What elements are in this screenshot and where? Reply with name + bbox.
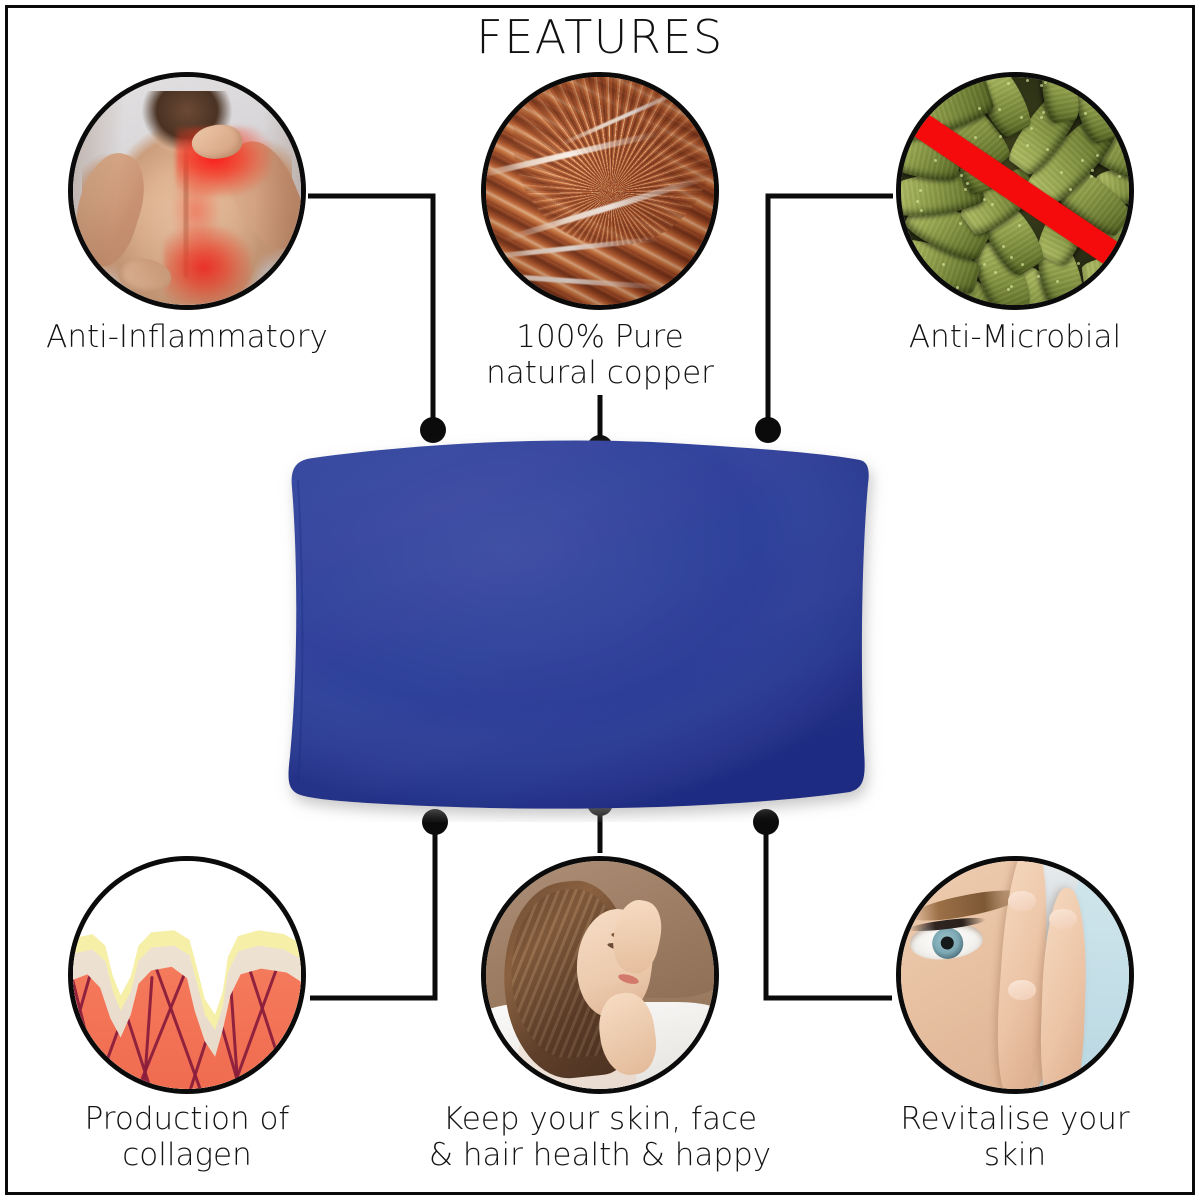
feature-label-skin-face-hair: Keep your skin, face & hair health & hap… — [390, 1102, 810, 1174]
feature-image-anti-inflammatory — [68, 72, 306, 310]
feature-image-revitalise — [896, 856, 1134, 1094]
feature-node-revitalise[interactable]: Revitalise your skin — [896, 856, 1134, 1094]
connector-line-anti-inflammatory — [308, 196, 433, 427]
feature-label-anti-inflammatory: Anti-Inflammatory — [0, 320, 377, 356]
connector-line-anti-microbial — [768, 196, 893, 427]
feature-label-revitalise: Revitalise your skin — [825, 1102, 1200, 1174]
page-title: FEATURES — [0, 14, 1200, 60]
product-pillow — [268, 432, 888, 822]
feature-label-collagen: Production of collagen — [0, 1102, 377, 1174]
feature-image-skin-face-hair — [481, 856, 719, 1094]
feature-image-pure-copper — [481, 72, 719, 310]
feature-node-collagen[interactable]: Production of collagen — [68, 856, 306, 1094]
feature-node-skin-face-hair[interactable]: Keep your skin, face & hair health & hap… — [481, 856, 719, 1094]
feature-label-anti-microbial: Anti-Microbial — [825, 320, 1200, 356]
feature-label-pure-copper: 100% Pure natural copper — [410, 320, 790, 392]
feature-node-anti-microbial[interactable]: Anti-Microbial — [896, 72, 1134, 310]
connector-line-revitalise — [766, 823, 892, 998]
feature-node-anti-inflammatory[interactable]: Anti-Inflammatory — [68, 72, 306, 310]
feature-node-pure-copper[interactable]: 100% Pure natural copper — [481, 72, 719, 310]
connector-line-collagen — [310, 823, 435, 998]
feature-image-anti-microbial — [896, 72, 1134, 310]
feature-image-collagen — [68, 856, 306, 1094]
